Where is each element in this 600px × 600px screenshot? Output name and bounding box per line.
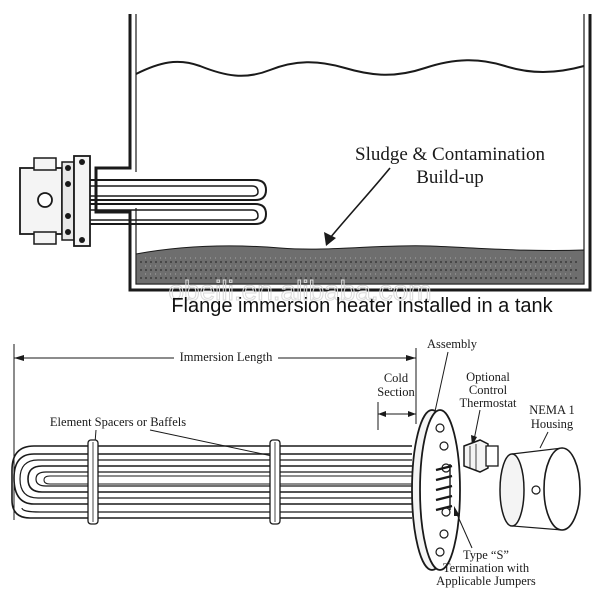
nema-housing (499, 447, 581, 531)
element-spacers (87, 439, 281, 525)
cold-section-line2: Section (377, 385, 415, 399)
watermark: obeili.en.alibaba.com (168, 275, 431, 306)
thermostat-fitting (463, 439, 499, 473)
thermostat-line3: Thermostat (460, 396, 517, 410)
nema-line1: NEMA 1 (529, 403, 575, 417)
thermostat-line1: Optional (466, 370, 510, 384)
cold-section-line1: Cold (384, 371, 409, 385)
sludge-layer (135, 245, 585, 285)
tank-flange-heater (19, 155, 268, 247)
termination-line2: Termination with (443, 561, 530, 575)
tank-outline (94, 14, 592, 292)
sludge-label-line2: Build-up (416, 167, 484, 188)
sludge-label-line1: Sludge & Contamination (355, 144, 545, 165)
heater-assembly-diagram: Immersion Length Assembly Cold Section O… (11, 337, 581, 588)
tank-diagram: Sludge & Contamination Build-up obeili.e… (19, 14, 592, 317)
nema-line2: Housing (531, 417, 574, 431)
flange-plate (411, 409, 461, 571)
top-caption: Flange immersion heater installed in a t… (171, 295, 553, 317)
termination-line3: Applicable Jumpers (436, 574, 536, 588)
termination-line1: Type “S” (463, 548, 509, 562)
liquid-surface (135, 59, 585, 77)
immersion-length-label: Immersion Length (180, 350, 273, 364)
sludge-arrow (329, 167, 391, 239)
heating-elements (11, 445, 412, 519)
assembly-label: Assembly (427, 337, 478, 351)
spacers-label: Element Spacers or Baffels (50, 415, 186, 429)
thermostat-line2: Control (469, 383, 508, 397)
